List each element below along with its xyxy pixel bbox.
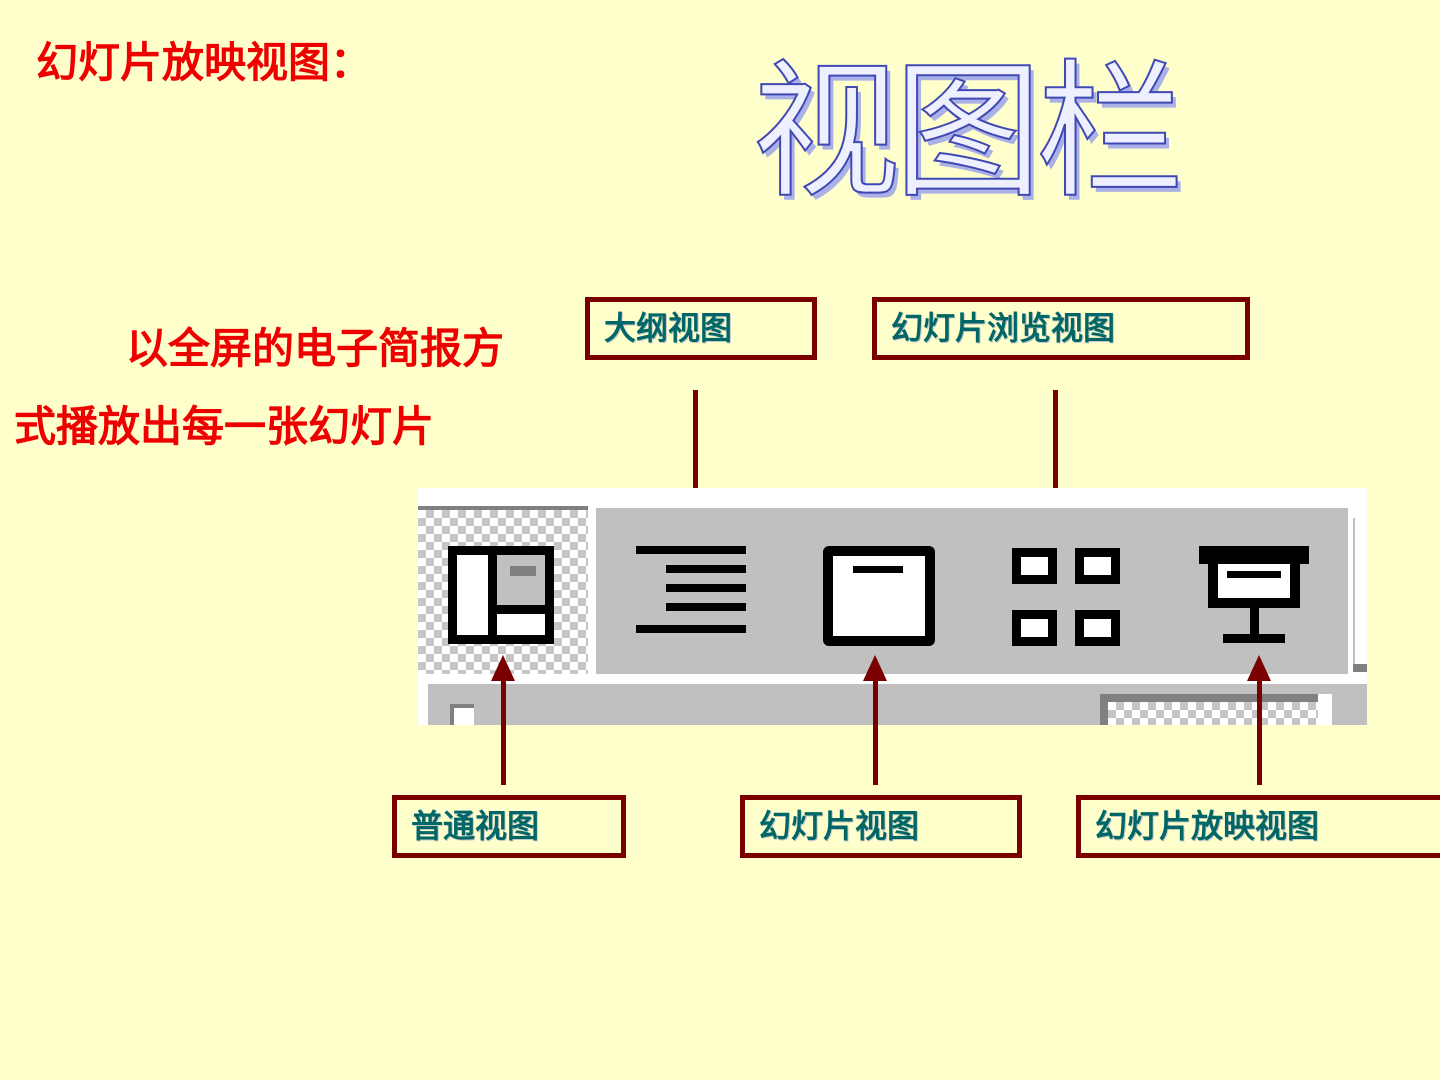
show-arrow-head xyxy=(1247,655,1271,681)
slide-big-title: 视图栏 xyxy=(751,46,1185,218)
bar-right-notch xyxy=(1353,664,1367,672)
bar-right-edge xyxy=(1353,518,1365,668)
slide-show-view-button[interactable] xyxy=(1199,546,1309,646)
slide-view-button[interactable] xyxy=(823,546,935,646)
normal-view-button[interactable] xyxy=(418,510,588,674)
slide-show-view-label: 幻灯片放映视图 xyxy=(1076,795,1440,858)
slide-heading: 幻灯片放映视图： xyxy=(36,38,373,87)
bar-top-shadow xyxy=(418,506,588,510)
slide-sorter-view-button[interactable] xyxy=(1012,548,1120,646)
outline-arrow-shaft xyxy=(693,390,698,506)
normal-arrow-shaft xyxy=(501,681,506,785)
scrollbar-end xyxy=(1318,694,1332,725)
show-arrow-shaft xyxy=(1257,681,1262,785)
slide-description: 以全屏的电子简报方式播放出每一张幻灯片 xyxy=(14,324,505,451)
view-bar xyxy=(418,488,1367,725)
slide-view-icon xyxy=(823,546,935,646)
bar-divider xyxy=(418,676,1367,684)
outline-view-label: 大纲视图 xyxy=(585,297,817,360)
normal-view-icon xyxy=(448,546,554,644)
status-strip-left-edge xyxy=(418,684,428,725)
scrollbar-track[interactable] xyxy=(1108,702,1318,725)
slide-arrow-shaft xyxy=(873,681,878,785)
normal-arrow-head xyxy=(491,655,515,681)
slide-sorter-view-label: 幻灯片浏览视图 xyxy=(872,297,1250,360)
outline-view-button[interactable] xyxy=(636,546,746,636)
normal-view-label: 普通视图 xyxy=(392,795,626,858)
slide-arrow-head xyxy=(863,655,887,681)
slide-view-label: 幻灯片视图 xyxy=(740,795,1022,858)
scroll-box[interactable] xyxy=(450,704,474,725)
slide-sorter-view-icon xyxy=(1012,548,1120,646)
sorter-arrow-shaft xyxy=(1053,390,1058,506)
slide-show-view-icon xyxy=(1199,546,1309,646)
outline-view-icon xyxy=(636,546,746,636)
